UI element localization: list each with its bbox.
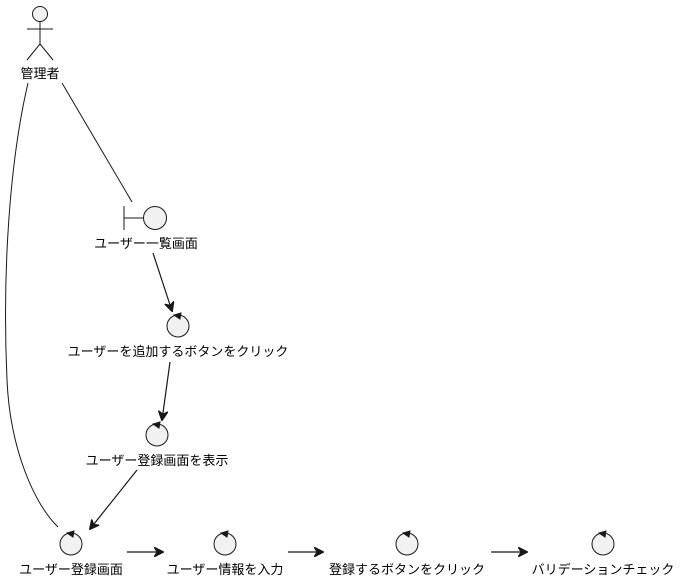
control-label: ユーザー登録画面を表示 [86, 454, 229, 469]
control-icon [59, 530, 83, 556]
arrow-show-registration-to-registration [90, 469, 138, 529]
boundary-user-list-screen: ユーザー一覧画面 [94, 206, 198, 252]
control-registration-screen: ユーザー登録画面 [19, 530, 123, 578]
arrow-click-add-to-show-registration [162, 361, 171, 420]
control-icon [213, 530, 237, 556]
actor-admin: 管理者 [20, 6, 60, 82]
control-label: ユーザー情報を入力 [167, 563, 284, 578]
stick-figure-icon [26, 6, 54, 61]
boundary-icon [123, 206, 167, 230]
control-label: 登録するボタンをクリック [329, 563, 485, 578]
boundary-label: ユーザー一覧画面 [94, 236, 198, 252]
control-enter-user-info: ユーザー情報を入力 [167, 530, 284, 578]
control-label: ユーザー登録画面 [19, 563, 123, 578]
control-click-add-user-button: ユーザーを追加するボタンをクリック [68, 312, 289, 360]
actor-label: 管理者 [20, 67, 59, 82]
control-icon [145, 421, 169, 447]
connector-actor-to-boundary [61, 82, 133, 203]
connector-actor-to-registration [5, 82, 59, 528]
control-icon [591, 530, 615, 556]
control-label: ユーザーを追加するボタンをクリック [68, 344, 289, 360]
control-click-register-button: 登録するボタンをクリック [329, 530, 485, 578]
control-icon [395, 530, 419, 556]
arrow-boundary-to-click-add [152, 252, 172, 311]
control-validation-check: バリデーションチェック [532, 530, 675, 578]
control-label: バリデーションチェック [532, 562, 675, 578]
control-show-registration-screen: ユーザー登録画面を表示 [86, 421, 229, 469]
control-icon [166, 312, 190, 338]
